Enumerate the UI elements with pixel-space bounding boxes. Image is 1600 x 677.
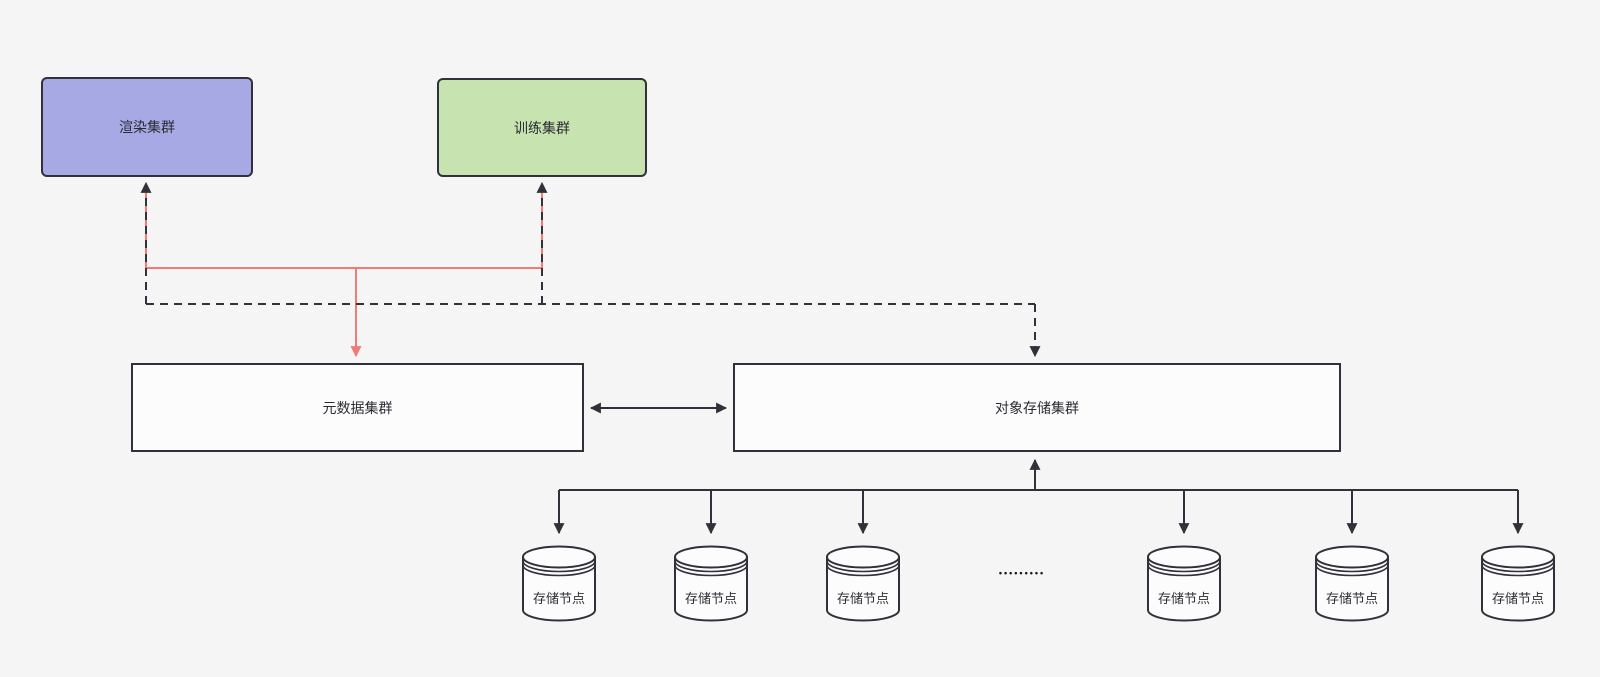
database-cylinder-icon	[1147, 545, 1221, 622]
storage-node-label: 存储节点	[684, 591, 737, 606]
storage-node[interactable]: 存储节点	[1481, 544, 1555, 622]
database-cylinder-icon	[826, 545, 900, 622]
dashed-connector-group	[140, 181, 1041, 358]
render-cluster-node[interactable]: 渲染集群	[41, 77, 253, 177]
training-cluster-node[interactable]: 训练集群	[437, 78, 647, 177]
metadata-cluster-label: 元数据集群	[322, 399, 393, 416]
object-storage-cluster-label: 对象存储集群	[995, 399, 1079, 416]
red-connector-group	[145, 186, 543, 358]
storage-node[interactable]: 存储节点	[826, 544, 900, 622]
render-cluster-label: 渲染集群	[119, 119, 175, 135]
database-cylinder-icon	[522, 545, 596, 622]
storage-fanout-group	[553, 458, 1524, 535]
metadata-cluster-node[interactable]: 元数据集群	[131, 363, 584, 452]
database-cylinder-icon	[674, 545, 748, 622]
storage-node-label: 存储节点	[1491, 591, 1544, 606]
database-cylinder-icon	[1481, 545, 1555, 622]
training-cluster-label: 训练集群	[514, 119, 570, 136]
storage-node-label: 存储节点	[532, 591, 585, 606]
ellipsis-dots: •••••••••	[998, 568, 1046, 578]
storage-node-label: 存储节点	[1325, 591, 1378, 606]
database-cylinder-icon	[1315, 545, 1389, 622]
storage-node[interactable]: 存储节点	[674, 544, 748, 622]
storage-node[interactable]: 存储节点	[1147, 544, 1221, 622]
storage-node-label: 存储节点	[1157, 591, 1210, 606]
storage-node[interactable]: 存储节点	[522, 544, 596, 622]
storage-node[interactable]: 存储节点	[1315, 544, 1389, 622]
object-storage-cluster-node[interactable]: 对象存储集群	[733, 363, 1341, 452]
storage-node-label: 存储节点	[836, 591, 889, 606]
